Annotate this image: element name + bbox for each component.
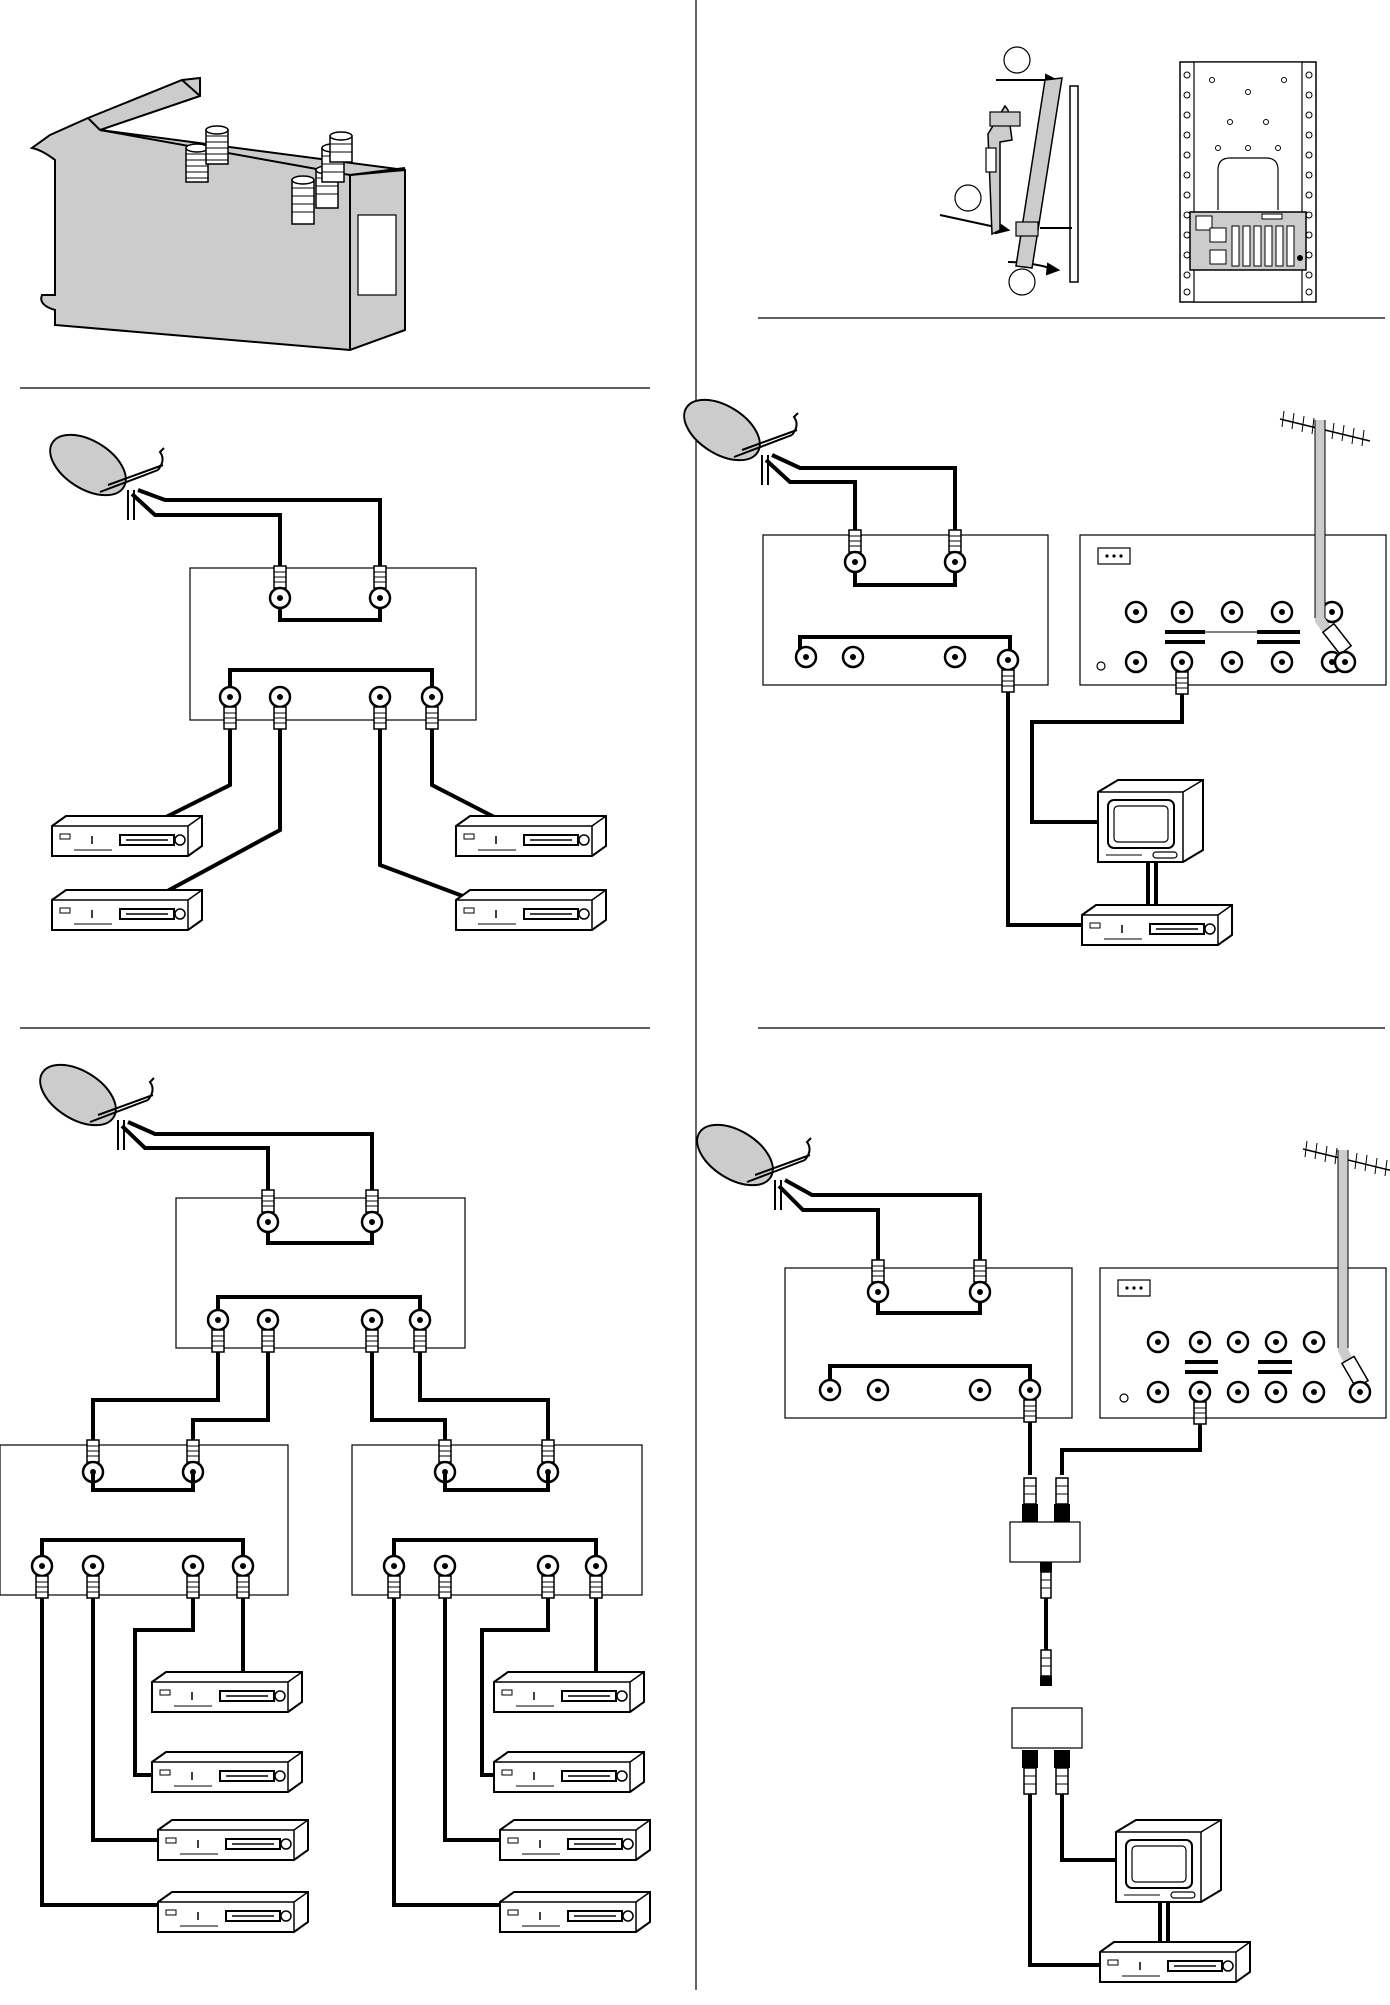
combiner-splitter-tv-receiver — [687, 1112, 1390, 1982]
satellite-receiver — [494, 1752, 644, 1792]
satellite-receiver — [456, 890, 606, 930]
splitter-box — [1012, 1708, 1082, 1748]
amplifier-connectors — [1126, 602, 1342, 694]
amplifier-connectors — [1148, 1332, 1324, 1424]
satellite-receiver — [52, 890, 202, 930]
tv-monitor-icon — [1098, 780, 1203, 862]
satellite-receiver — [158, 1820, 308, 1860]
satellite-receiver — [1100, 1942, 1250, 1982]
output-connectors — [820, 1380, 1040, 1422]
input-connectors — [868, 1260, 990, 1302]
satellite-dish-icon — [30, 1052, 154, 1150]
step-marker-3 — [1009, 269, 1035, 295]
satellite-receiver — [494, 1672, 644, 1712]
input-connectors — [845, 530, 965, 572]
step-marker-2 — [955, 185, 981, 211]
input-connectors — [270, 566, 390, 608]
switch-housing-illustration — [32, 78, 405, 350]
satellite-receiver — [456, 816, 606, 856]
satellite-receiver — [1082, 905, 1232, 945]
satellite-receiver — [52, 816, 202, 856]
splitter-combiner-box — [1010, 1522, 1080, 1562]
step-marker-1 — [1004, 47, 1030, 73]
tv-monitor-icon — [1116, 1820, 1221, 1902]
dish-switch-four-receivers — [40, 422, 606, 930]
dish-switch-amplifier-tv — [674, 387, 1386, 945]
cascaded-switches-eight-receivers — [0, 1052, 650, 1932]
satellite-receiver — [158, 1892, 308, 1932]
input-connectors — [258, 1190, 382, 1232]
satellite-receiver — [152, 1752, 302, 1792]
satellite-receiver — [500, 1892, 650, 1932]
output-connectors — [208, 1310, 430, 1352]
wall-bracket-front-view — [1180, 62, 1316, 302]
satellite-receiver — [500, 1820, 650, 1860]
output-connectors — [220, 687, 442, 729]
wall-mount-steps — [940, 47, 1316, 302]
satellite-receiver — [152, 1672, 302, 1712]
combiner-input-plugs — [1022, 1478, 1070, 1522]
satellite-dish-icon — [687, 1112, 811, 1210]
splitter-output-plugs — [1022, 1750, 1070, 1794]
